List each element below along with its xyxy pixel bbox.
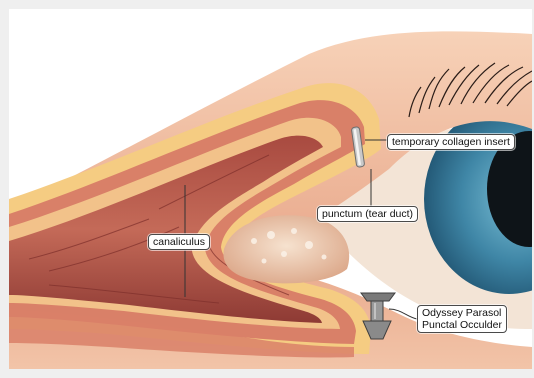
illustration: temporary collagen insert punctum (tear … (9, 9, 532, 369)
label-occluder-line2: Punctal Occulder (422, 319, 502, 331)
label-punctum: punctum (tear duct) (317, 206, 418, 222)
label-collagen-insert: temporary collagen insert (387, 134, 515, 150)
label-canaliculus: canaliculus (148, 234, 210, 250)
label-punctal-occluder: Odyssey Parasol Punctal Occulder (417, 305, 507, 333)
label-occluder-line1: Odyssey Parasol (422, 307, 502, 319)
